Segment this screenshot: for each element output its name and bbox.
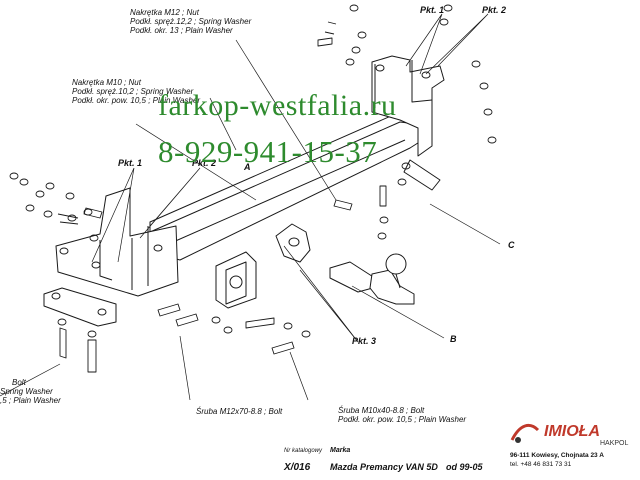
watermark-phone: 8-929-941-15-37 [158,134,378,169]
nut-m10-label: Nakrętka M10 ; Nut Podkł. spręż.10,2 ; S… [72,78,200,105]
logo-swoosh-icon [510,423,540,441]
pkt3-label: Pkt. 3 [352,336,377,346]
screw-m10-label: Śruba M10x40-8.8 ; Bolt Podkł. okr. pow.… [338,406,466,424]
address-line: 96-111 Kowiesy, Chojnata 23 A [510,452,604,459]
bolts-top-right [317,4,497,144]
catalog-number: X/016 [284,462,311,473]
bolt-left-line-2: Spring Washer [0,387,53,396]
nut-m10-line-1: Nakrętka M10 ; Nut [72,78,141,87]
imiola-logo: IMIOŁA HAKPOL [508,418,636,448]
socket-plate [215,251,257,309]
catalog-caption: Nr katalogowy [284,448,323,454]
screw-m10-line-2: Podkł. okr. pow. 10,5 ; Plain Washer [338,415,467,424]
point-c-label: C [508,240,515,250]
nut-m12-line-1: Nakrętka M12 ; Nut [130,8,199,17]
leader-lines [0,13,501,401]
nut-m10-line-2: Podkł. spręż.10,2 ; Spring Washer [72,87,194,96]
ball-neck [329,253,415,305]
bolts-centre [157,303,311,355]
nut-m12-label: Nakrętka M12 ; Nut Podkł. spręż.12,2 ; S… [130,8,251,35]
ball-holder [275,223,311,263]
nut-m10-line-3: Podkł. okr. pow. 10,5 ; Plain Washer [72,96,201,105]
clamp-plate [43,287,117,327]
screw-m10-line-1: Śruba M10x40-8.8 ; Bolt [338,406,425,415]
watermark-site: farkop-westfalia.ru [158,89,397,122]
screw-m12-label: Śruba M12x70-8.8 ; Bolt [196,407,283,416]
drawing-lines [0,4,501,401]
phone-line: tel. +48 46 831 73 31 [510,461,572,468]
bolt-left-line-1: Bolt [12,378,26,387]
vehicle-years: od 99-05 [446,462,483,472]
logo-sub: HAKPOL [600,440,629,447]
bolts-bottom-left [57,318,97,373]
bolt-left-label: Bolt Spring Washer ,5 ; Plain Washer [0,378,61,405]
bolts-left [9,172,103,242]
nut-m12-line-3: Podkł. okr. 13 ; Plain Washer [130,26,233,35]
point-b-label: B [450,334,457,344]
pkt2-top-label: Pkt. 2 [482,5,507,15]
bolts-right-lower [333,162,411,240]
nut-m12-line-2: Podkł. spręż.12,2 ; Spring Washer [130,17,252,26]
left-bracket [55,187,179,297]
pkt1-top-label: Pkt. 1 [420,5,445,15]
logo-name: IMIOŁA [544,423,600,440]
brand-caption: Marka [330,447,351,454]
vehicle-model: Mazda Premancy VAN 5D [330,462,438,472]
hardware [9,4,497,373]
pkt2-left-label: Pkt. 2 [192,158,217,168]
bolt-left-line-3: ,5 ; Plain Washer [0,396,61,405]
point-a-label: A [244,162,251,172]
pkt1-left-label: Pkt. 1 [118,158,143,168]
